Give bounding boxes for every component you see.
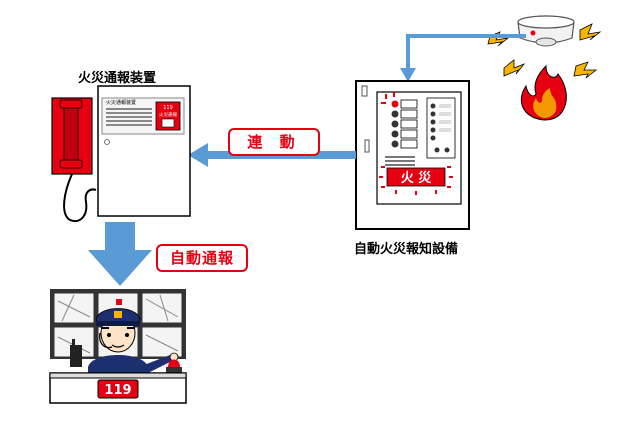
smoke-detector-illustration: [487, 15, 602, 121]
device-report-text: 火災通報: [159, 111, 177, 118]
dispatcher-officer-icon: [88, 308, 179, 381]
fire-reporting-device-label: 火災通報装置: [78, 71, 157, 86]
alarm-spark-icons: [487, 23, 602, 79]
linkage-label: 連 動: [228, 128, 320, 156]
desk-119-text: 119: [104, 383, 131, 398]
signal-line: [400, 34, 526, 82]
fire-display-text: 火 災: [401, 171, 433, 186]
auto-fire-alarm-label: 自動火災報知設備: [354, 242, 459, 257]
auto-report-label: 自動通報: [156, 244, 248, 272]
telephone-handset-icon: [51, 97, 97, 222]
device-nameplate-text: 火災通報装置: [106, 99, 136, 106]
auto-fire-alarm-panel: 火 災: [355, 80, 470, 230]
zone-indicator-lamps: [391, 99, 418, 149]
smoke-detector-icon: [517, 15, 575, 47]
fire-reporting-device: 火災通報装置 119 火災通報: [51, 85, 191, 222]
control-buttons: [426, 97, 456, 159]
alert-lamp-icon: [166, 359, 182, 373]
device-119-text: 119: [163, 105, 173, 111]
fire-flame-icon: [521, 64, 567, 121]
auto-report-arrow: [88, 222, 152, 286]
radio-icon: [70, 345, 82, 367]
fire-station-dispatch-illustration: 119: [49, 289, 187, 404]
